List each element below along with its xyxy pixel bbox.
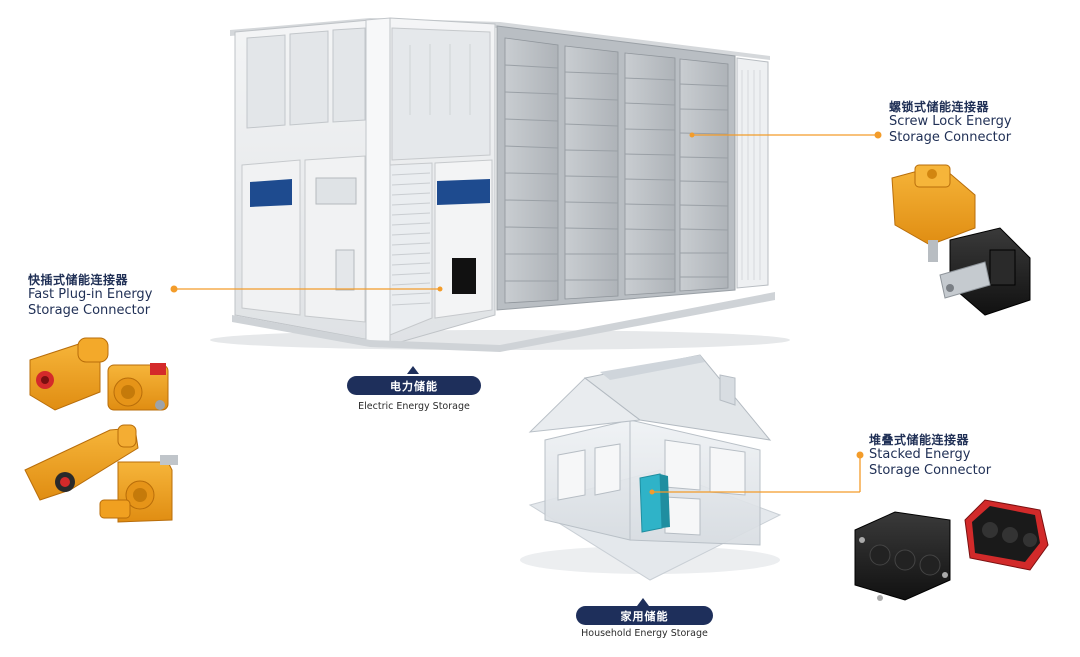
callout-screw-lock-en-2: Storage Connector bbox=[889, 129, 1012, 145]
electric-storage-caption: Electric Energy Storage bbox=[358, 401, 470, 412]
fast-plug-connector-images bbox=[24, 337, 178, 523]
callout-fast-plug-en-2: Storage Connector bbox=[28, 302, 151, 318]
callout-fast-plug-zh: 快插式储能连接器 bbox=[28, 273, 129, 287]
callout-screw-lock-zh: 螺锁式储能连接器 bbox=[889, 100, 990, 114]
household-storage-pill: 家用储能 bbox=[576, 606, 713, 625]
stacked-connector-images bbox=[854, 499, 1049, 601]
leader-lines bbox=[174, 134, 878, 493]
callout-screw-lock-en-1: Screw Lock Energy bbox=[889, 114, 1012, 130]
leader-dot-screw-lock bbox=[874, 131, 882, 139]
household-house-illustration bbox=[520, 354, 782, 581]
screw-lock-connector-images bbox=[891, 164, 1031, 316]
callout-fast-plug: 快插式储能连接器 Fast Plug-in Energy Storage Con… bbox=[28, 273, 152, 319]
household-storage-caption: Household Energy Storage bbox=[581, 628, 708, 639]
leader-dot-fast-plug-end bbox=[437, 286, 443, 292]
leader-dot-screw-lock-end bbox=[689, 132, 695, 138]
household-pill-pointer bbox=[637, 598, 649, 606]
electric-storage-pill: 电力储能 bbox=[347, 376, 481, 395]
callout-stacked: 堆叠式储能连接器 Stacked Energy Storage Connecto… bbox=[869, 433, 991, 479]
leader-dot-stacked bbox=[856, 451, 864, 459]
electric-pill-pointer bbox=[407, 366, 419, 374]
callout-fast-plug-en-1: Fast Plug-in Energy bbox=[28, 287, 153, 303]
callout-stacked-en-2: Storage Connector bbox=[869, 462, 992, 478]
leader-dot-stacked-end bbox=[649, 489, 655, 495]
callout-screw-lock: 螺锁式储能连接器 Screw Lock Energy Storage Conne… bbox=[889, 100, 1012, 146]
leader-dot-fast-plug bbox=[170, 285, 178, 293]
callout-stacked-en-1: Stacked Energy bbox=[869, 447, 971, 463]
callout-stacked-zh: 堆叠式储能连接器 bbox=[869, 433, 970, 447]
energy-storage-container-illustration bbox=[210, 17, 790, 352]
